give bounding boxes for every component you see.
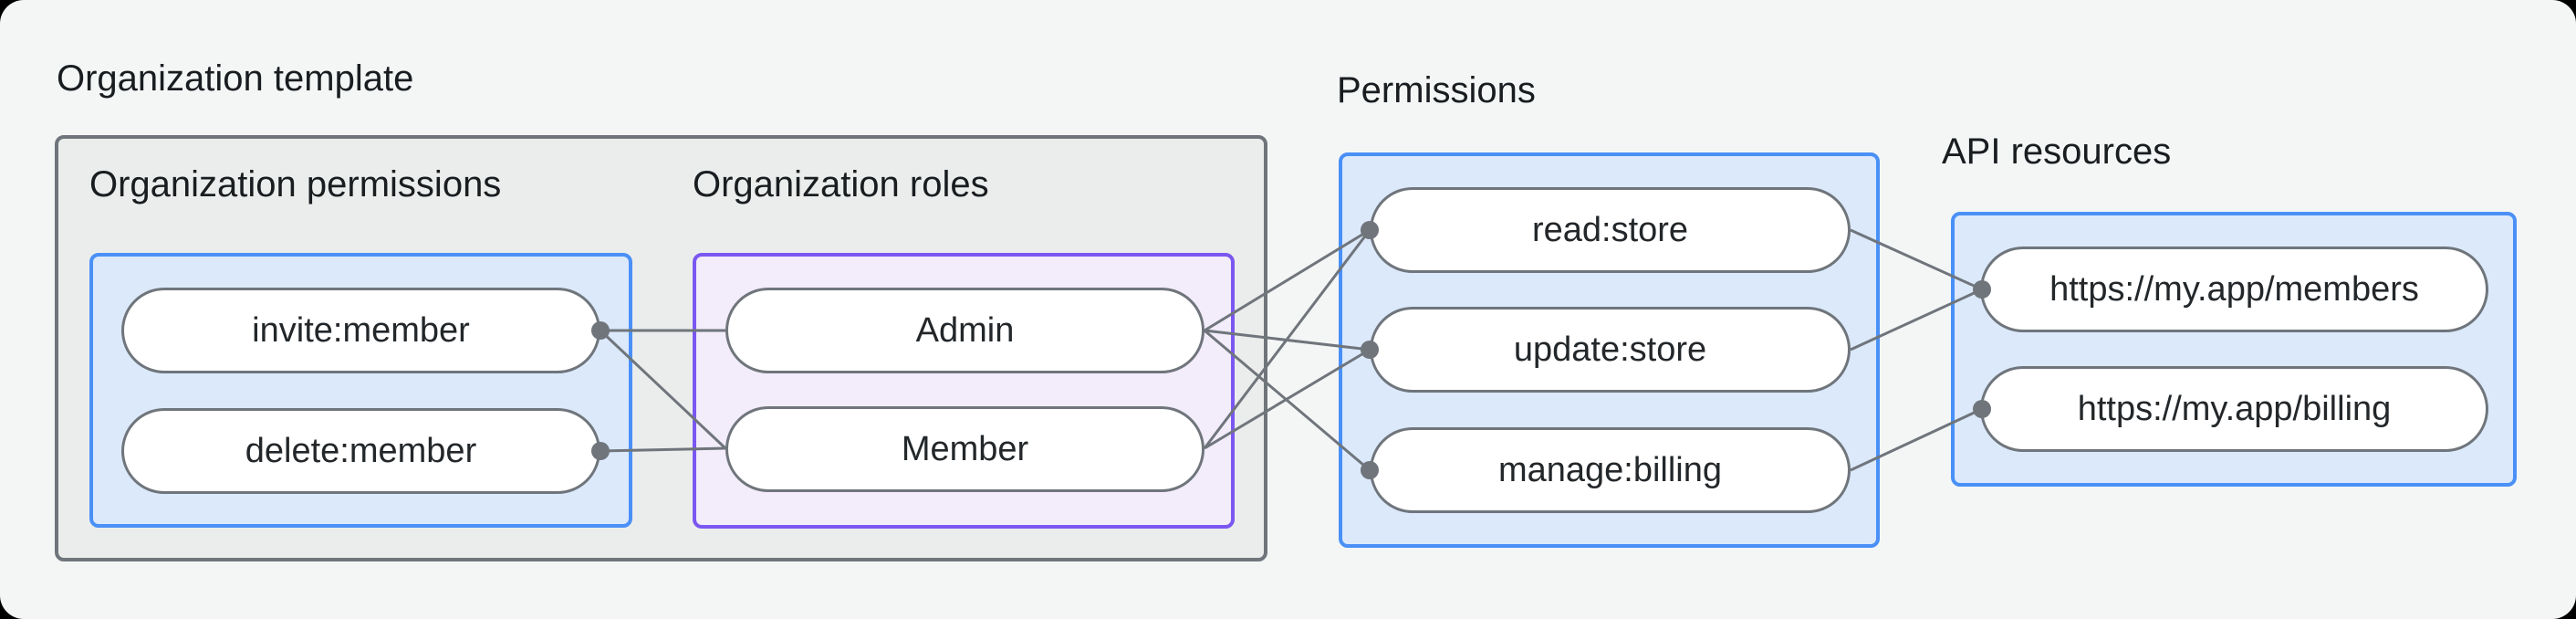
- api-resources-box: https://my.app/members https://my.app/bi…: [1951, 212, 2517, 487]
- org-permissions-label: Organization permissions: [89, 164, 502, 205]
- org-roles-box: Admin Member: [693, 253, 1235, 529]
- pill-admin: Admin: [725, 288, 1205, 373]
- pill-api-billing: https://my.app/billing: [1980, 366, 2488, 452]
- pill-update-store: update:store: [1370, 307, 1851, 393]
- permissions-box: read:store update:store manage:billing: [1339, 152, 1880, 548]
- pill-api-members: https://my.app/members: [1980, 247, 2488, 332]
- pill-read-store: read:store: [1370, 187, 1851, 273]
- org-permissions-box: invite:member delete:member: [89, 253, 632, 528]
- org-template-label: Organization template: [57, 58, 414, 99]
- api-resources-label: API resources: [1942, 131, 2172, 172]
- pill-member: Member: [725, 406, 1205, 492]
- permissions-label: Permissions: [1337, 70, 1536, 110]
- pill-manage-billing: manage:billing: [1370, 427, 1851, 513]
- org-template-box: Organization permissions Organization ro…: [55, 135, 1267, 561]
- pill-invite-member: invite:member: [121, 288, 600, 373]
- org-roles-label: Organization roles: [693, 164, 989, 205]
- pill-delete-member: delete:member: [121, 408, 600, 494]
